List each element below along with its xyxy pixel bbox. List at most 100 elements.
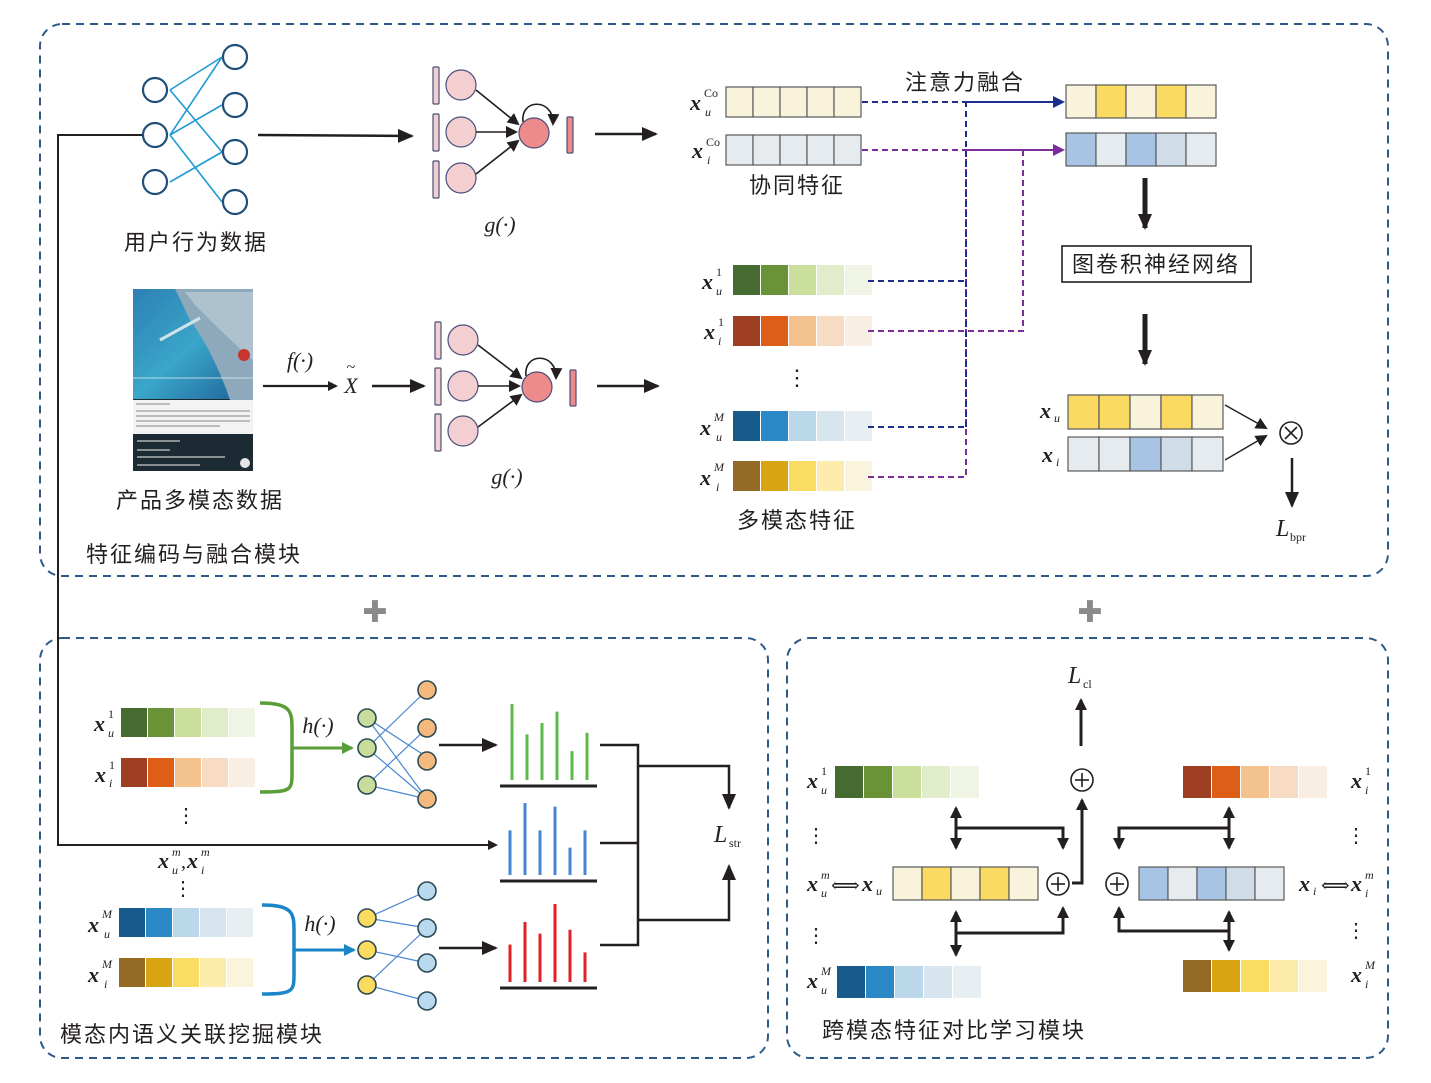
svg-text:1: 1 (1365, 764, 1371, 778)
vector-cell (1270, 960, 1298, 992)
vector-xi-co (725, 134, 862, 166)
svg-text:x: x (1039, 398, 1051, 423)
vector-cell (866, 966, 894, 998)
feature-encoding-title: 特征编码与融合模块 (86, 543, 302, 568)
label-xu-co: x Co u (689, 86, 718, 119)
svg-text:m: m (821, 868, 830, 882)
vector-cell (895, 966, 923, 998)
otimes-icon (1279, 421, 1303, 445)
vector-cell (806, 86, 835, 118)
svg-text:u: u (716, 284, 722, 298)
label-xi-1: x 1 i (703, 315, 724, 348)
vector-br-xu (892, 866, 1039, 901)
svg-text:Co: Co (706, 135, 720, 149)
vector-cell (1067, 436, 1100, 472)
contrast-arrows-user (950, 806, 1069, 957)
svg-text:u: u (705, 105, 711, 119)
bracket-green (259, 701, 294, 794)
vector-cell (892, 866, 923, 901)
svg-text:x: x (699, 415, 711, 440)
ellipsis-br-left-1: ⋮ (806, 825, 826, 847)
g-function-label-top: g(·) (484, 212, 515, 237)
svg-text:u: u (821, 783, 827, 797)
svg-text:M: M (101, 907, 113, 921)
label-xu: x u (1039, 398, 1060, 425)
vector-br-xi-M (1183, 960, 1327, 992)
vector-final-u (1067, 394, 1224, 430)
vector-cell (725, 134, 754, 166)
vector-cell (950, 866, 981, 901)
vector-cell (229, 758, 255, 787)
sum-to-total (1072, 798, 1088, 885)
vector-cell (833, 134, 862, 166)
ellipsis-bl-top: ⋮ (176, 805, 196, 827)
svg-text:i: i (1313, 884, 1316, 898)
svg-text:⟺: ⟺ (1321, 875, 1350, 897)
vector-cell (845, 411, 872, 441)
vector-cell (148, 708, 174, 737)
vector-xi-M (733, 461, 872, 491)
vector-cell (924, 966, 952, 998)
vector-cell (845, 265, 872, 295)
vector-cell (175, 758, 201, 787)
vector-cell (175, 708, 201, 737)
label-xi: x i (1041, 442, 1059, 469)
vector-cell (779, 134, 808, 166)
svg-text:1: 1 (716, 265, 722, 279)
ellipsis-br-right-2: ⋮ (1346, 920, 1366, 942)
vector-fused-i (1065, 132, 1217, 167)
vector-cell (1095, 132, 1127, 167)
loss-str-label: L str (713, 822, 741, 850)
svg-text:i: i (1365, 886, 1368, 900)
vector-bl-xi-M (119, 958, 253, 987)
vector-cell (1155, 84, 1187, 119)
vector-cell (779, 86, 808, 118)
label-xi-M: x M i (699, 460, 725, 494)
feature-encoding-panel (39, 23, 1389, 577)
plus-sign-right: ✚ (1077, 595, 1102, 630)
svg-text:x: x (94, 762, 106, 787)
label-br-xu-M: x M u (806, 964, 832, 997)
vector-cell (1065, 84, 1097, 119)
product-multimodal-image (133, 289, 253, 471)
vector-cell (148, 758, 174, 787)
vector-cell (845, 461, 872, 491)
vector-xu-co (725, 86, 862, 118)
vector-cell (146, 908, 172, 937)
merge-lines (600, 743, 736, 947)
vector-cell (752, 86, 781, 118)
svg-text:L: L (1275, 516, 1289, 542)
svg-text:x: x (1350, 768, 1362, 793)
label-bl-xi-M: x M i (87, 957, 113, 991)
svg-text:x: x (806, 768, 818, 793)
vector-cell (1212, 960, 1240, 992)
arrow-user-to-gnn (257, 128, 414, 143)
vector-cell (789, 265, 816, 295)
bracket-blue (261, 903, 296, 996)
svg-text:m: m (1365, 868, 1374, 882)
gcn-box (1061, 245, 1252, 283)
vector-cell (1191, 394, 1224, 430)
svg-text:u: u (1054, 411, 1060, 425)
label-bl-xu-M: x M u (87, 907, 113, 941)
svg-text:1: 1 (109, 758, 115, 772)
svg-text:u: u (172, 863, 178, 877)
vector-cell (725, 86, 754, 118)
intra-modal-panel (39, 637, 769, 1059)
svg-text:i: i (707, 153, 710, 167)
vector-cell (761, 265, 788, 295)
vector-cell (817, 461, 844, 491)
f-function-label: f(·) (287, 348, 313, 373)
vector-cell (121, 758, 147, 787)
vector-cell (953, 966, 981, 998)
vector-bl-xi-1 (121, 758, 255, 787)
vector-cell (1098, 394, 1131, 430)
svg-text:cl: cl (1083, 677, 1092, 691)
vector-cell (733, 411, 760, 441)
svg-text:u: u (821, 983, 827, 997)
vector-cell (1254, 866, 1285, 901)
vector-cell (1160, 436, 1193, 472)
vector-fused-u (1065, 84, 1217, 119)
multimodal-features-label: 多模态特征 (737, 509, 857, 534)
